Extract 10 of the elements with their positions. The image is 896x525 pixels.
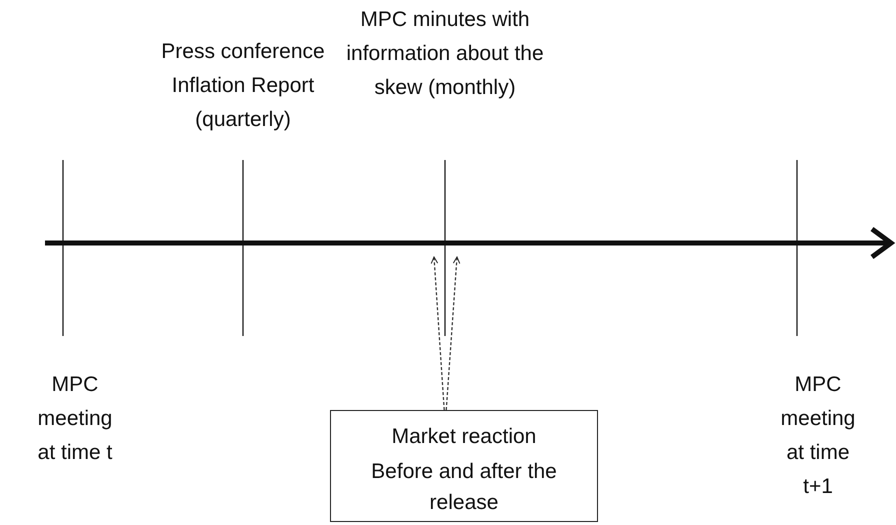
event-label: Press conference Inflation Report (quarterly) xyxy=(160,39,326,133)
arrow xyxy=(430,256,445,410)
meeting-label: MPC meeting at time t xyxy=(36,372,114,466)
arrow xyxy=(446,256,460,410)
box-heading: Market reaction xyxy=(390,424,538,450)
timeline-arrow xyxy=(45,226,896,260)
meeting-label: MPC meeting at time t+1 xyxy=(780,372,856,500)
event-label: MPC minutes with information about the skew (monthly) xyxy=(345,7,545,101)
note-box xyxy=(330,410,598,522)
box-text: Before and after the release xyxy=(370,459,558,516)
